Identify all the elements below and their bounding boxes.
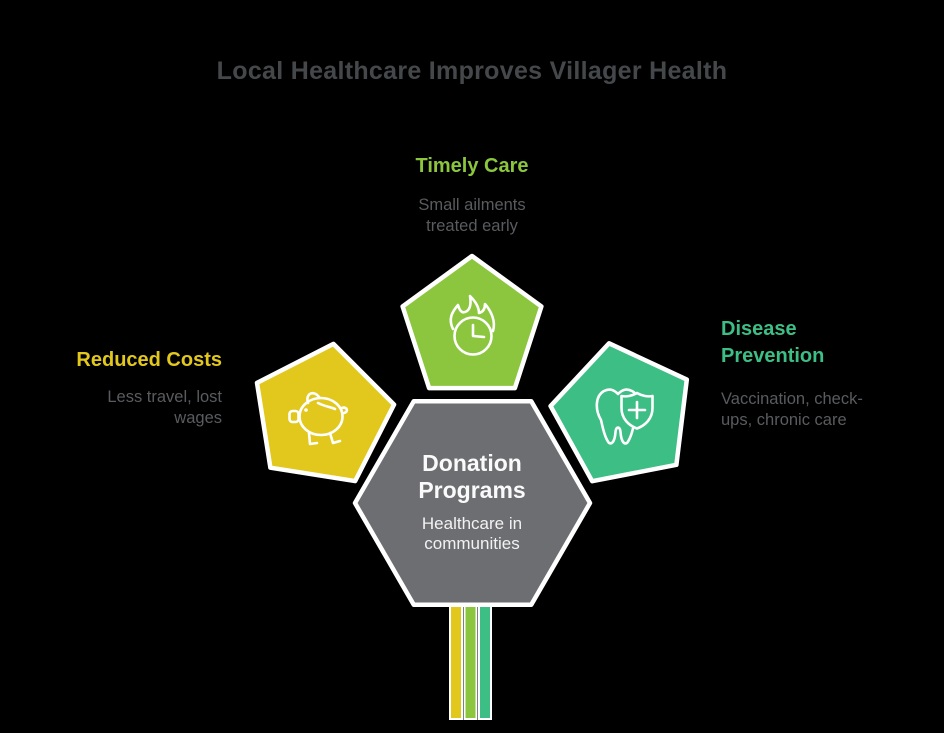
- pentagon-reduced-costs-shape: [254, 341, 397, 484]
- pentagon-reduced-costs: [254, 341, 397, 484]
- disease-prevention-label: Disease Prevention: [721, 318, 825, 367]
- page-title: Local Healthcare Improves Villager Healt…: [216, 57, 728, 85]
- stripe-green: [463, 599, 478, 720]
- tooth-shield-icon: [595, 388, 654, 445]
- center-hexagon: [352, 399, 593, 607]
- center-node-subtitle: Healthcare in communities: [421, 514, 523, 553]
- pentagon-timely-care: [400, 253, 544, 391]
- piggy-bank-icon: [288, 391, 349, 446]
- timely-care-label: Timely Care: [415, 155, 529, 177]
- pentagon-disease-prevention-shape: [548, 341, 690, 484]
- center-node-title: Donation Programs: [418, 450, 526, 503]
- flame-clock-icon: [449, 294, 496, 356]
- center-hexagon-shape: [352, 399, 593, 607]
- stripe-yellow: [449, 599, 463, 720]
- disease-prevention-description: Vaccination, check-ups, chronic care: [721, 390, 863, 429]
- reduced-costs-description: Less travel, lost wages: [107, 388, 222, 427]
- timely-care-description: Small ailments treated early: [418, 196, 526, 235]
- center-node-text: Donation Programs Healthcare in communit…: [372, 450, 572, 554]
- connector-stripes: [449, 599, 492, 720]
- shield-plus: [620, 391, 654, 430]
- pentagon-disease-prevention: [548, 341, 690, 484]
- reduced-costs-label: Reduced Costs: [76, 349, 222, 371]
- pentagon-timely-care-shape: [400, 253, 544, 391]
- stripe-teal: [478, 599, 492, 720]
